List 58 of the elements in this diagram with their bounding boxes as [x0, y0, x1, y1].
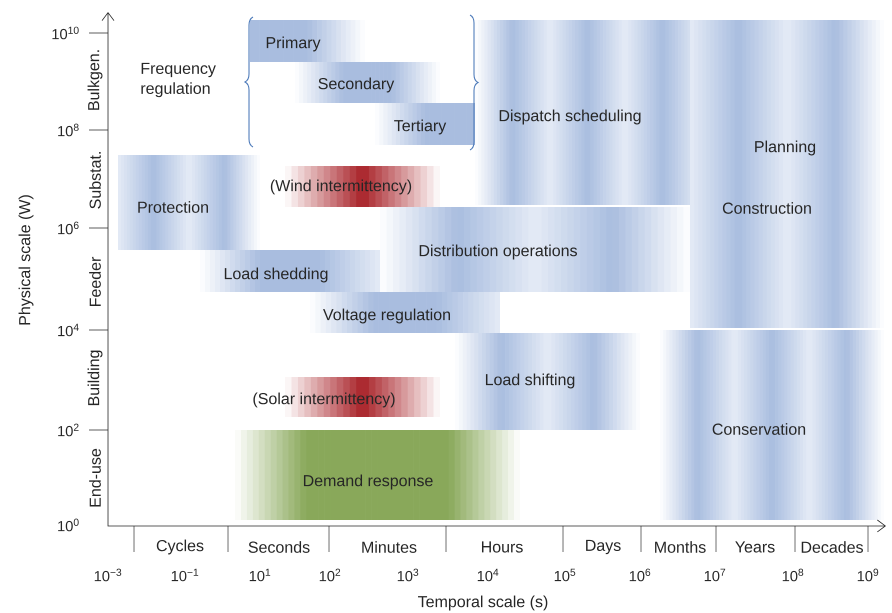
node-label: Demand response — [304, 474, 433, 490]
node-label: Conservation — [712, 423, 806, 435]
band: (Wind intermittency) — [270, 166, 440, 207]
axis-label: Temporal scale (s) — [418, 596, 548, 610]
axis-label: 10$^{8}$ — [58, 124, 79, 136]
axis-label: 10$^{7}$ — [704, 568, 726, 582]
axis-label: 10$^{4}$ — [58, 324, 79, 336]
band: Voltage regulation — [310, 292, 500, 333]
axis-label: 10$^{0}$ — [58, 518, 79, 532]
band: Load shifting — [455, 333, 640, 430]
axis-label: Months — [655, 541, 706, 553]
axis-label: Bulkgen. — [88, 50, 102, 110]
axis-label: Building — [88, 350, 102, 406]
axis-label: Substat. — [89, 152, 101, 209]
axis-label: Days — [586, 540, 621, 554]
node-label: Voltage regulation — [323, 308, 450, 324]
label: Frequency regulation — [141, 62, 216, 98]
axis-label: 10$^{−1}$ — [172, 568, 198, 582]
axis-label: 10$^{2}$ — [320, 568, 340, 582]
axis-label: 10$^{2}$ — [58, 424, 79, 436]
node-label: Secondary — [318, 78, 394, 92]
axis-label: Hours — [482, 541, 523, 553]
axis-label: Cycles — [156, 540, 204, 554]
node-label: Construction — [722, 202, 811, 214]
axis-label: 10$^{6}$ — [630, 568, 650, 582]
node-label: Distribution operations — [420, 244, 577, 260]
node-label: Load shifting — [486, 374, 574, 388]
axis-label: Feeder — [89, 256, 101, 306]
axis-label: 10$^{3}$ — [398, 568, 418, 582]
axis-label: 10$^{9}$ — [858, 568, 878, 582]
node-label: Primary — [266, 36, 321, 52]
axis-label: 10$^{1}$ — [250, 568, 270, 582]
node-label: Dispatch scheduling — [500, 110, 641, 124]
band: Tertiary — [375, 103, 475, 145]
axis-label: 10$^{10}$ — [52, 26, 79, 40]
band: Primary — [250, 20, 365, 62]
band: Distribution operations — [380, 207, 690, 292]
axis-label: 10$^{5}$ — [554, 568, 576, 582]
axis-label: 10$^{6}$ — [58, 222, 79, 234]
axis-label: 10$^{−3}$ — [94, 568, 122, 582]
axis-label: Years — [735, 541, 775, 553]
axis-label: Physical scale (W) — [18, 195, 34, 324]
axis-label: 10$^{4}$ — [478, 568, 498, 582]
band: Protection — [118, 155, 260, 250]
band: Conservation — [660, 330, 884, 520]
node-label: Protection — [138, 201, 208, 213]
node-label: Planning — [755, 140, 816, 156]
axis-label: End-use — [89, 448, 101, 506]
node-label: Load shedding — [224, 268, 328, 282]
band: Load shedding — [200, 250, 380, 292]
node-label: (Wind intermittency) — [270, 180, 412, 194]
band: Demand response — [235, 430, 520, 520]
axis-label: Decades — [802, 541, 863, 553]
axis-label: Minutes — [362, 541, 416, 553]
band: Secondary — [295, 62, 440, 103]
node-label: Tertiary — [394, 120, 446, 134]
axis-label: Seconds — [248, 541, 310, 553]
axis-label: 10$^{8}$ — [782, 568, 804, 582]
